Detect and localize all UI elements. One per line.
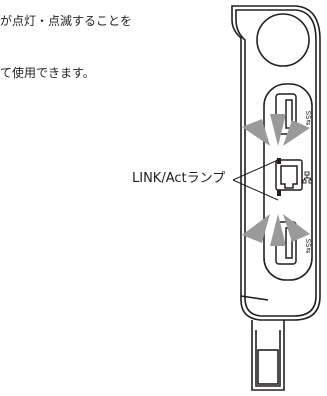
lan-link-lamps: [277, 158, 281, 196]
instruction-text-line-1: が点灯・点滅することを: [0, 14, 133, 28]
arrow-upper-center: [270, 114, 286, 146]
link-act-lamp-label: LINK/Actランプ: [132, 171, 226, 186]
instruction-text-line-2: て使用できます。: [0, 66, 95, 80]
arrow-upper-right: [283, 120, 310, 146]
network-icon: [302, 171, 313, 184]
lan-port: [275, 159, 303, 191]
lamp-highlight-arrows: [242, 114, 310, 246]
top-dial: [256, 13, 310, 67]
callout-leader-lines: [232, 159, 279, 201]
arrow-upper-left: [242, 119, 270, 146]
arrow-lower-right: [283, 214, 310, 242]
arrow-lower-center: [270, 214, 286, 246]
arrow-lower-left: [242, 214, 270, 243]
hub-body: [231, 5, 321, 391]
usb-ss-label-bottom: SS⇆: [304, 239, 312, 254]
usb-ss-label-top: SS⇆: [304, 111, 312, 126]
